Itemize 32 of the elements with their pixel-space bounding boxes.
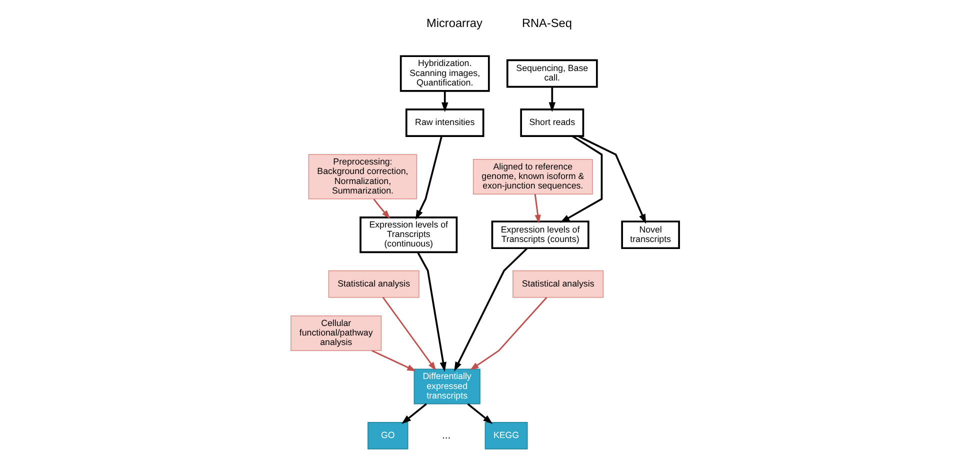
arrow: [534, 194, 540, 224]
node-box: Hybridization. Scanning images, Quantification.: [399, 55, 490, 92]
node-box: Statistical analysis: [512, 270, 604, 298]
label: Microarray: [426, 16, 482, 30]
arrow: [382, 296, 436, 371]
node-box: Aligned to reference genome, known isoform & exon-junction sequences.: [472, 158, 592, 194]
arrow: [415, 136, 442, 220]
arrow: [372, 198, 390, 219]
node-box: Preprocessing: Background correction, Normalization, Summarization.: [308, 154, 417, 200]
node-box: Raw intensities: [404, 108, 484, 137]
node-box: Short reads: [520, 108, 584, 137]
label: RNA-Seq: [521, 16, 572, 30]
node-box: GO: [367, 422, 408, 450]
node-box: Cellular functional/pathway analysis: [290, 315, 382, 351]
arrow: [548, 87, 556, 112]
node-box: Differentially expressed transcripts: [413, 368, 480, 404]
node-box: Expression levels of Transcripts (counts): [490, 220, 589, 250]
node-box: Novel transcripts: [620, 220, 680, 250]
arrow: [371, 350, 416, 372]
arrow: [466, 403, 492, 424]
node-box: Statistical analysis: [328, 270, 419, 298]
arrow: [400, 403, 426, 424]
arrow: [577, 135, 646, 224]
arrow: [560, 135, 602, 223]
node-box: KEGG: [484, 422, 528, 450]
node-box: Expression levels of Transcripts (continuous): [359, 216, 458, 254]
arrow: [469, 296, 547, 370]
arrow: [416, 252, 446, 372]
node-box: Sequencing, Base call.: [506, 59, 598, 88]
label: ...: [442, 430, 450, 442]
arrow: [440, 90, 448, 112]
arrow: [454, 248, 528, 372]
